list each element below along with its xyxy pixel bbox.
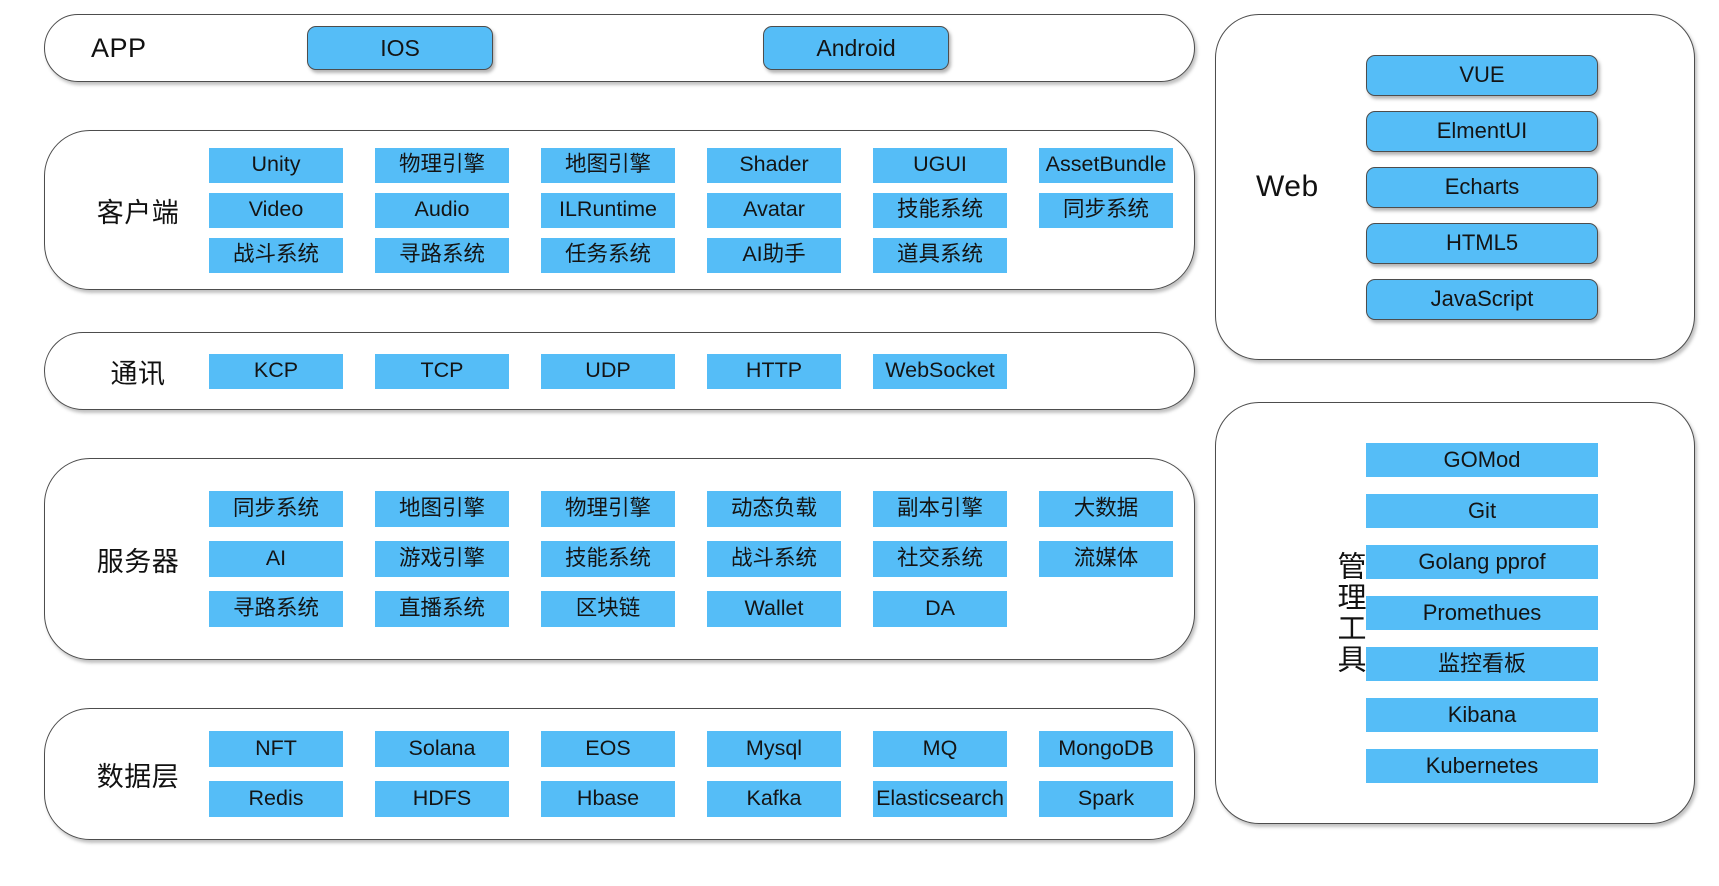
chip-mgmt-monitor-dashboard[interactable]: 监控看板 — [1366, 647, 1598, 681]
server-row-2: AI 游戏引擎 技能系统 战斗系统 社交系统 流媒体 — [209, 541, 1205, 577]
mgmt-rows: GOMod Git Golang pprof Promethues 监控看板 K… — [1366, 443, 1674, 783]
client-row-3: 战斗系统 寻路系统 任务系统 AI助手 道具系统 — [209, 237, 1205, 273]
chip-web-echarts[interactable]: Echarts — [1366, 166, 1598, 208]
server-row-1: 同步系统 地图引擎 物理引擎 动态负载 副本引擎 大数据 — [209, 491, 1205, 527]
web-rows: VUE ElmentUI Echarts HTML5 JavaScript — [1366, 54, 1674, 320]
chip-client-map-engine[interactable]: 地图引擎 — [541, 147, 675, 183]
data-row-1: NFT Solana EOS Mysql MQ MongoDB — [209, 731, 1205, 767]
chip-server-physics-engine[interactable]: 物理引擎 — [541, 491, 675, 527]
chip-server-da[interactable]: DA — [873, 591, 1007, 627]
comm-rows: KCP TCP UDP HTTP WebSocket — [197, 353, 1194, 389]
chip-server-game-engine[interactable]: 游戏引擎 — [375, 541, 509, 577]
client-row-1: Unity 物理引擎 地图引擎 Shader UGUI AssetBundle — [209, 147, 1205, 183]
chip-server-pathfinding-system[interactable]: 寻路系统 — [209, 591, 343, 627]
chip-mgmt-git[interactable]: Git — [1366, 494, 1598, 528]
chip-server-social-system[interactable]: 社交系统 — [873, 541, 1007, 577]
chip-client-item-system[interactable]: 道具系统 — [873, 237, 1007, 273]
chip-data-hbase[interactable]: Hbase — [541, 781, 675, 817]
client-row-2: Video Audio ILRuntime Avatar 技能系统 同步系统 — [209, 192, 1205, 228]
comm-row-1: KCP TCP UDP HTTP WebSocket — [209, 353, 1194, 389]
chip-data-kafka[interactable]: Kafka — [707, 781, 841, 817]
chip-client-sync-system[interactable]: 同步系统 — [1039, 192, 1173, 228]
chip-client-avatar[interactable]: Avatar — [707, 192, 841, 228]
chip-data-eos[interactable]: EOS — [541, 731, 675, 767]
left-column: APP IOS Android 客户端 Unity 物理引擎 地图引擎 Shad… — [44, 14, 1195, 840]
chip-server-sync-system[interactable]: 同步系统 — [209, 491, 343, 527]
group-comm: 通讯 KCP TCP UDP HTTP WebSocket — [44, 332, 1195, 410]
chip-client-unity[interactable]: Unity — [209, 147, 343, 183]
group-label-comm: 通讯 — [110, 358, 166, 389]
chip-web-html5[interactable]: HTML5 — [1366, 222, 1598, 264]
chip-server-instance-engine[interactable]: 副本引擎 — [873, 491, 1007, 527]
chip-data-nft[interactable]: NFT — [209, 731, 343, 767]
chip-client-pathfinding-system[interactable]: 寻路系统 — [375, 237, 509, 273]
group-mgmt-tools: 管理工具 GOMod Git Golang pprof Promethues 监… — [1215, 402, 1695, 824]
chip-data-solana[interactable]: Solana — [375, 731, 509, 767]
server-row-3: 寻路系统 直播系统 区块链 Wallet DA — [209, 591, 1205, 627]
chip-comm-http[interactable]: HTTP — [707, 353, 841, 389]
group-label-mgmt-tools: 管理工具 — [1333, 551, 1365, 675]
chip-data-mongodb[interactable]: MongoDB — [1039, 731, 1173, 767]
group-web: Web VUE ElmentUI Echarts HTML5 JavaScrip… — [1215, 14, 1695, 360]
chip-client-shader[interactable]: Shader — [707, 147, 841, 183]
data-row-2: Redis HDFS Hbase Kafka Elasticsearch Spa… — [209, 781, 1205, 817]
chip-client-assetbundle[interactable]: AssetBundle — [1039, 147, 1173, 183]
chip-server-big-data[interactable]: 大数据 — [1039, 491, 1173, 527]
group-server: 服务器 同步系统 地图引擎 物理引擎 动态负载 副本引擎 大数据 AI 游戏引擎… — [44, 458, 1195, 660]
group-label-server: 服务器 — [96, 546, 180, 577]
chip-comm-udp[interactable]: UDP — [541, 353, 675, 389]
chip-data-hdfs[interactable]: HDFS — [375, 781, 509, 817]
chip-server-battle-system[interactable]: 战斗系统 — [707, 541, 841, 577]
chip-client-quest-system[interactable]: 任务系统 — [541, 237, 675, 273]
chip-app-android[interactable]: Android — [763, 26, 949, 70]
mgmt-label-wrap: 管理工具 — [1256, 551, 1366, 675]
chip-comm-websocket[interactable]: WebSocket — [873, 353, 1007, 389]
chip-server-wallet[interactable]: Wallet — [707, 591, 841, 627]
chip-client-physics-engine[interactable]: 物理引擎 — [375, 147, 509, 183]
group-client: 客户端 Unity 物理引擎 地图引擎 Shader UGUI AssetBun… — [44, 130, 1195, 290]
chip-server-blockchain[interactable]: 区块链 — [541, 591, 675, 627]
chip-comm-tcp[interactable]: TCP — [375, 353, 509, 389]
chip-server-dynamic-load[interactable]: 动态负载 — [707, 491, 841, 527]
chip-server-ai[interactable]: AI — [209, 541, 343, 577]
chip-data-elasticsearch[interactable]: Elasticsearch — [873, 781, 1007, 817]
chip-mgmt-promethues[interactable]: Promethues — [1366, 596, 1598, 630]
server-rows: 同步系统 地图引擎 物理引擎 动态负载 副本引擎 大数据 AI 游戏引擎 技能系… — [197, 491, 1205, 627]
chip-comm-kcp[interactable]: KCP — [209, 353, 343, 389]
group-label-web: Web — [1256, 170, 1319, 203]
chip-web-vue[interactable]: VUE — [1366, 54, 1598, 96]
chip-server-streaming[interactable]: 流媒体 — [1039, 541, 1173, 577]
right-column: Web VUE ElmentUI Echarts HTML5 JavaScrip… — [1195, 0, 1719, 886]
chip-client-audio[interactable]: Audio — [375, 192, 509, 228]
chip-client-battle-system[interactable]: 战斗系统 — [209, 237, 343, 273]
chip-mgmt-kubernetes[interactable]: Kubernetes — [1366, 749, 1598, 783]
chip-client-ilruntime[interactable]: ILRuntime — [541, 192, 675, 228]
chip-client-ai-assistant[interactable]: AI助手 — [707, 237, 841, 273]
chip-web-elementui[interactable]: ElmentUI — [1366, 110, 1598, 152]
chip-data-mysql[interactable]: Mysql — [707, 731, 841, 767]
chip-mgmt-gomod[interactable]: GOMod — [1366, 443, 1598, 477]
group-label-data: 数据层 — [96, 761, 180, 792]
chip-server-live-system[interactable]: 直播系统 — [375, 591, 509, 627]
chip-server-skill-system[interactable]: 技能系统 — [541, 541, 675, 577]
data-rows: NFT Solana EOS Mysql MQ MongoDB Redis HD… — [197, 731, 1205, 817]
group-app: APP IOS Android — [44, 14, 1195, 82]
chip-client-video[interactable]: Video — [209, 192, 343, 228]
client-rows: Unity 物理引擎 地图引擎 Shader UGUI AssetBundle … — [197, 147, 1205, 273]
chip-client-ugui[interactable]: UGUI — [873, 147, 1007, 183]
group-label-app: APP — [91, 32, 147, 63]
chip-server-map-engine[interactable]: 地图引擎 — [375, 491, 509, 527]
chip-data-redis[interactable]: Redis — [209, 781, 343, 817]
chip-data-mq[interactable]: MQ — [873, 731, 1007, 767]
chip-web-javascript[interactable]: JavaScript — [1366, 278, 1598, 320]
group-label-client: 客户端 — [96, 197, 180, 228]
chip-client-skill-system[interactable]: 技能系统 — [873, 192, 1007, 228]
chip-app-ios[interactable]: IOS — [307, 26, 493, 70]
group-data: 数据层 NFT Solana EOS Mysql MQ MongoDB Redi… — [44, 708, 1195, 840]
chip-mgmt-golang-pprof[interactable]: Golang pprof — [1366, 545, 1598, 579]
chip-mgmt-kibana[interactable]: Kibana — [1366, 698, 1598, 732]
chip-data-spark[interactable]: Spark — [1039, 781, 1173, 817]
